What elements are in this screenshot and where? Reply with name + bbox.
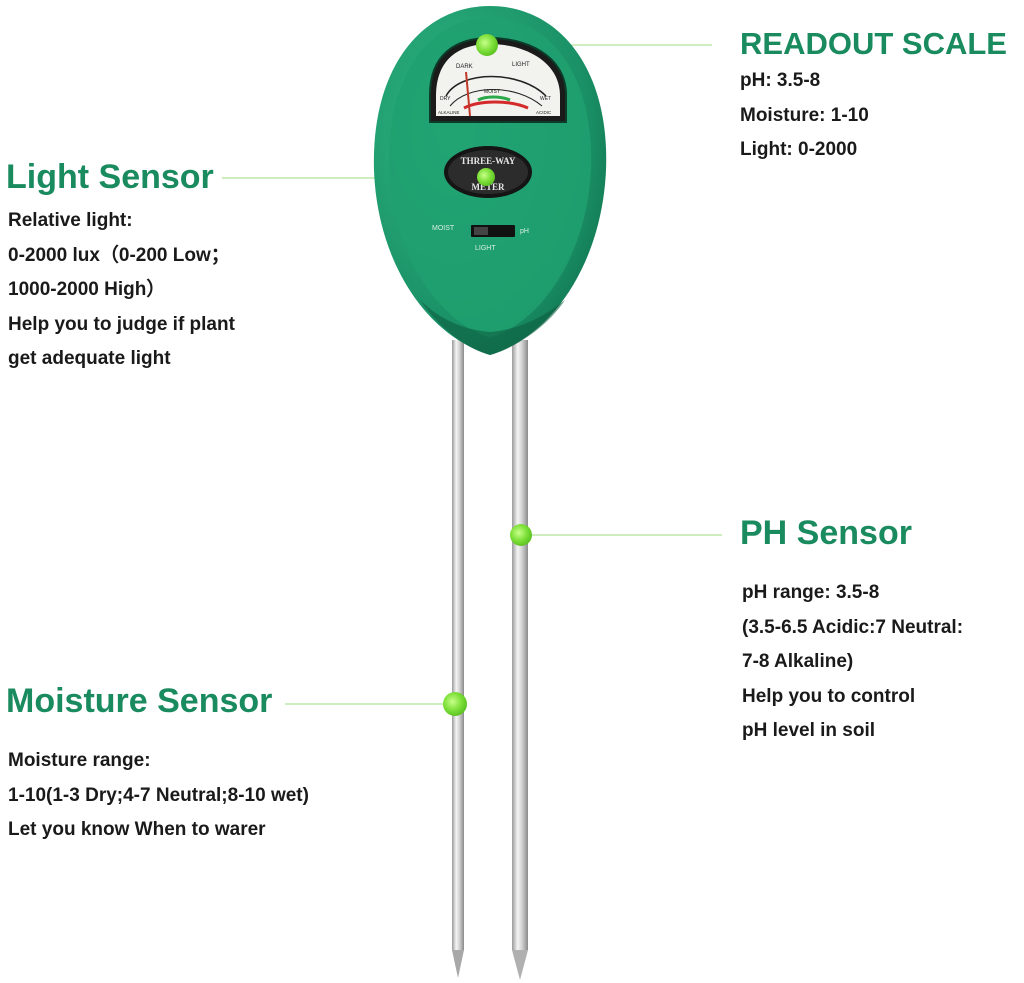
moisture-line: Let you know When to warer	[8, 819, 266, 840]
moisture-sensor-description: Moisture range: 1-10(1-3 Dry;4-7 Neutral…	[8, 744, 309, 848]
light-line: 1000-2000 High）	[8, 279, 166, 300]
dial-moist-label: MOIST	[484, 89, 500, 95]
readout-scale-title: READOUT SCALE	[740, 26, 1007, 61]
badge-three-way-text: THREE-WAY	[461, 156, 516, 166]
dial-wet-label: WET	[540, 96, 551, 102]
ph-line: pH level in soil	[742, 720, 876, 741]
switch-light-label: LIGHT	[475, 245, 496, 252]
light-sensor-description: Relative light: 0-2000 lux（0-200 Low； 10…	[8, 204, 235, 377]
light-sensor-title: Light Sensor	[6, 158, 214, 196]
readout-scale-description: pH: 3.5-8 Moisture: 1-10 Light: 0-2000	[740, 64, 869, 168]
readout-line: Moisture: 1-10	[740, 104, 869, 126]
switch-moist-label: MOIST	[432, 225, 455, 232]
mode-switch[interactable]: MOIST pH LIGHT	[432, 225, 529, 252]
ph-line: 7-8 Alkaline)	[742, 651, 854, 672]
light-line: Help you to judge if plant	[8, 313, 235, 335]
light-sensor-marker	[477, 168, 495, 186]
dial-dry-label: DRY	[440, 96, 451, 102]
dial-dark-label: DARK	[456, 64, 473, 70]
readout-line: Light: 0-2000	[740, 139, 858, 160]
dial-light-label: LIGHT	[512, 62, 530, 68]
light-line: 0-2000 lux（0-200 Low；	[8, 244, 230, 266]
ph-sensor-title: PH Sensor	[740, 514, 912, 552]
moisture-line: Moisture range:	[8, 750, 151, 771]
ph-line: (3.5-6.5 Acidic:7 Neutral:	[742, 616, 964, 638]
switch-ph-label: pH	[520, 228, 529, 235]
probe-left	[452, 340, 464, 978]
ph-line: Help you to control	[742, 685, 916, 707]
probe-right	[512, 340, 528, 980]
ph-line: pH range: 3.5-8	[742, 582, 880, 603]
readout-scale-marker	[476, 34, 498, 56]
moisture-sensor-marker	[443, 692, 467, 716]
readout-dial: DARK LIGHT DRY WET MOIST ALKALINE ACIDIC	[429, 36, 567, 123]
ph-sensor-description: pH range: 3.5-8 (3.5-6.5 Acidic:7 Neutra…	[742, 576, 963, 749]
dial-alkaline-label: ALKALINE	[438, 110, 460, 115]
dial-acidic-label: ACIDIC	[536, 110, 552, 115]
moisture-sensor-title: Moisture Sensor	[6, 682, 273, 720]
moisture-line: 1-10(1-3 Dry;4-7 Neutral;8-10 wet)	[8, 784, 309, 806]
readout-line: pH: 3.5-8	[740, 70, 821, 91]
badge-meter-text: METER	[471, 182, 505, 192]
light-line: get adequate light	[8, 348, 171, 369]
light-line: Relative light:	[8, 210, 133, 231]
ph-sensor-marker	[510, 524, 532, 546]
